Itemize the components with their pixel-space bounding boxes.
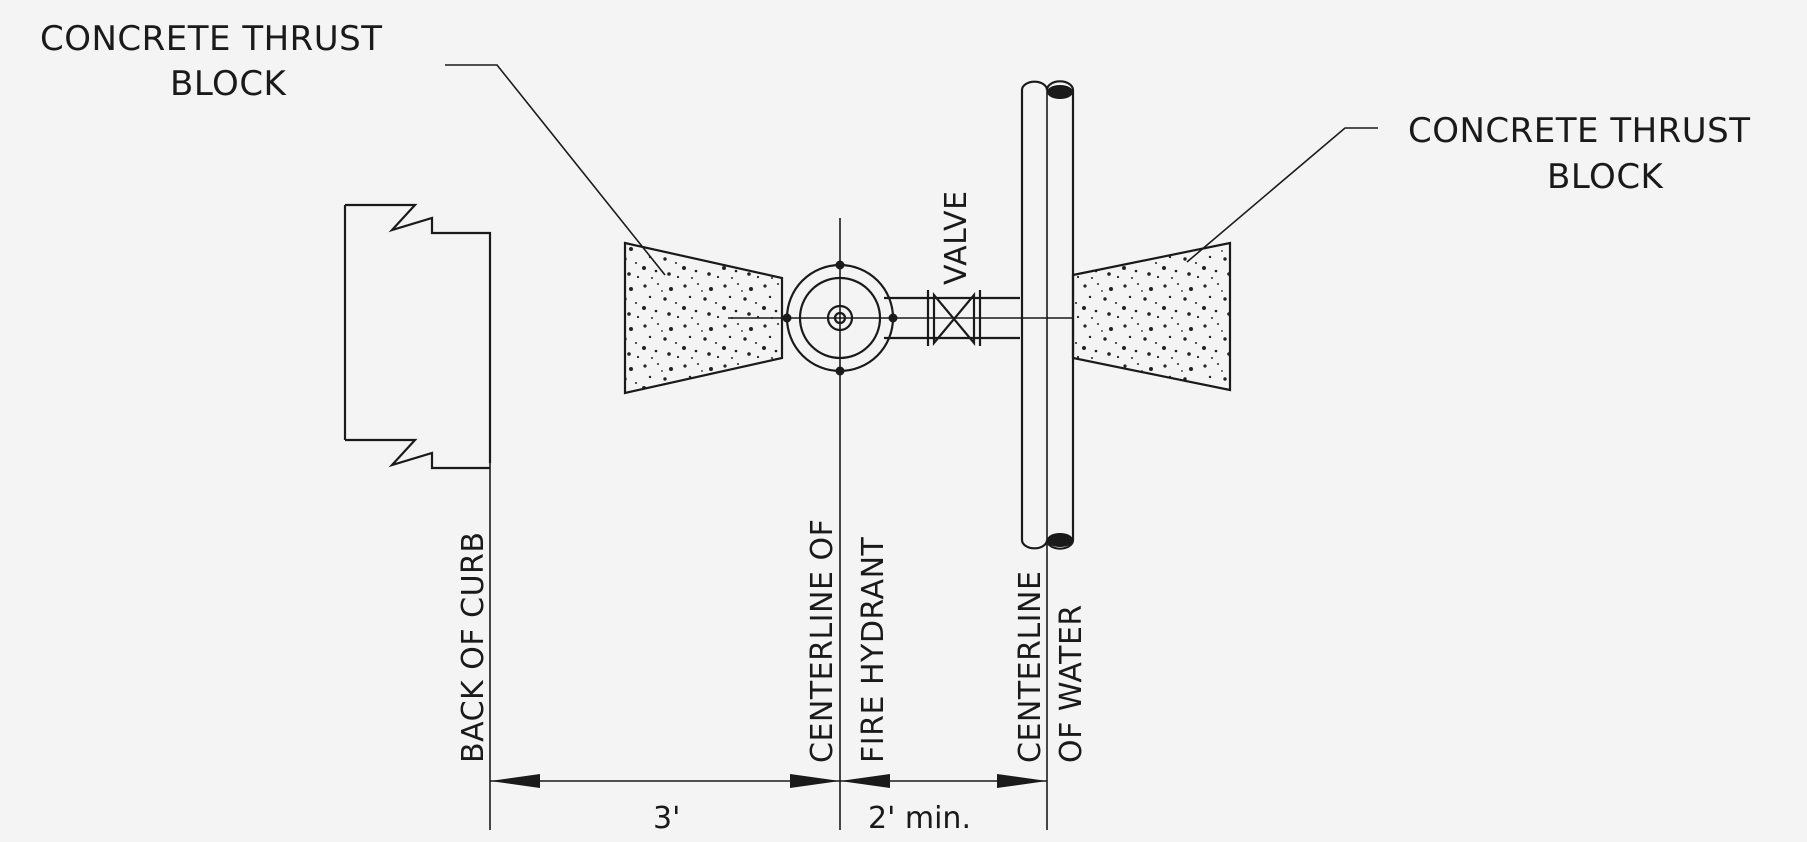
water-main-pipe	[1020, 80, 1075, 550]
thrust-block-right	[1071, 241, 1232, 392]
valve-symbol	[932, 291, 976, 347]
leader-right	[1186, 127, 1378, 263]
dimension-line	[490, 774, 1047, 788]
label-hydrant-centerline-2: FIRE HYDRANT	[856, 536, 891, 763]
hydrant-lead-pipe	[884, 290, 1020, 346]
label-hydrant-centerline-1: CENTERLINE OF	[805, 519, 840, 763]
dim-curb-to-hydrant: 3'	[653, 801, 680, 836]
thrust-block-left	[623, 241, 784, 395]
dim-hydrant-to-water: 2' min.	[868, 801, 971, 836]
label-water-centerline-1: CENTERLINE	[1013, 571, 1048, 763]
leader-left	[445, 64, 666, 276]
label-valve: VALVE	[939, 190, 974, 285]
label-water-centerline-2: OF WATER	[1054, 604, 1089, 763]
label-back-of-curb: BACK OF CURB	[456, 532, 491, 763]
label-thrust-right-2: BLOCK	[1547, 157, 1665, 197]
label-thrust-left-1: CONCRETE THRUST	[40, 19, 383, 59]
curb-outline	[343, 203, 492, 470]
label-thrust-right-1: CONCRETE THRUST	[1408, 111, 1751, 151]
label-thrust-left-2: BLOCK	[170, 64, 288, 104]
